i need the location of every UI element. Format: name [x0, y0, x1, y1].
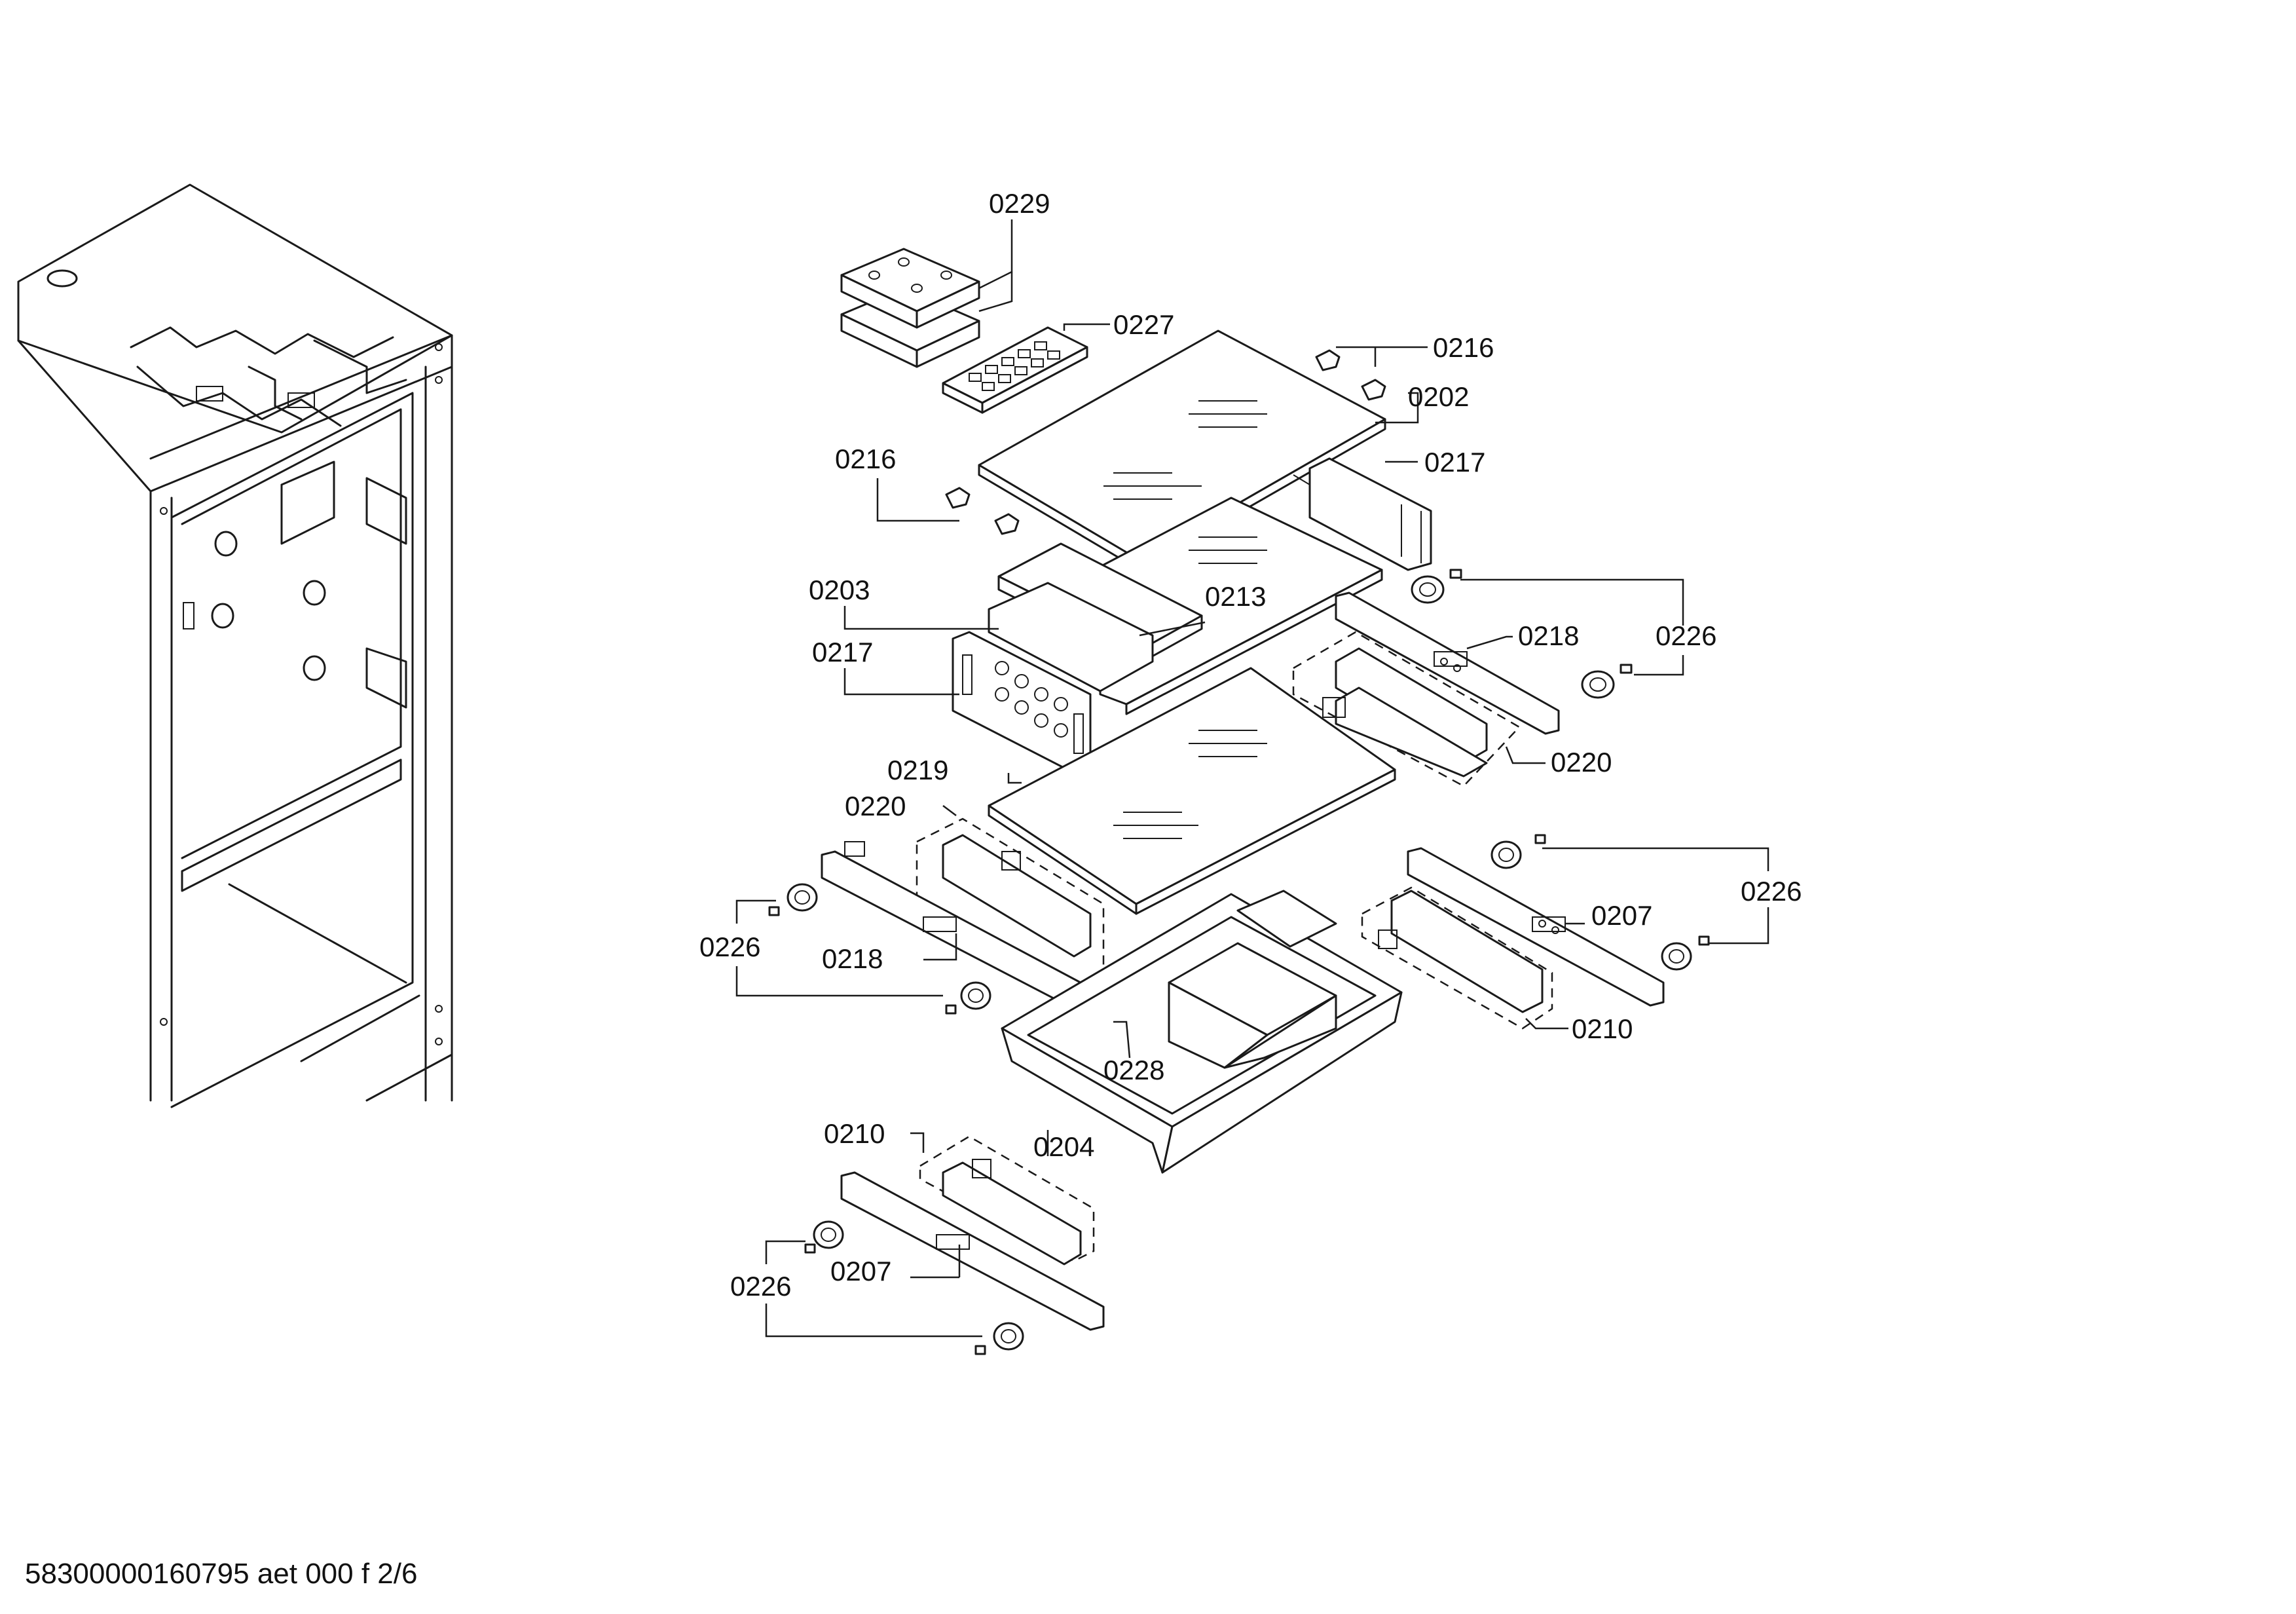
- callout-0210: 0210: [824, 1118, 885, 1149]
- callout-0204: 0204: [1033, 1131, 1094, 1162]
- callout-0216: 0216: [835, 443, 896, 474]
- part-roller-bottom: [804, 1220, 1024, 1355]
- part-glass-shelf-middle: [1099, 497, 1383, 715]
- part-runner-set-upper-right: [1292, 631, 1521, 787]
- part-clip: [945, 349, 1386, 535]
- callout-0207: 0207: [830, 1256, 891, 1286]
- callout-0203: 0203: [809, 574, 870, 605]
- callout-0229: 0229: [989, 188, 1050, 219]
- part-roller: [1411, 569, 1633, 699]
- callout-0226: 0226: [699, 931, 760, 962]
- callout-0218: 0218: [1518, 620, 1579, 651]
- callout-0213: 0213: [1205, 581, 1266, 612]
- callout-0219: 0219: [887, 755, 948, 785]
- part-ice-pack: [840, 248, 980, 368]
- part-rail-lower-right: [1407, 847, 1665, 1007]
- leader-lines: [735, 219, 1769, 1338]
- part-runner-set-lower-right: [1361, 886, 1553, 1030]
- document-id: 58300000160795 aet 000 f 2/6: [25, 1558, 418, 1590]
- part-drawer-insert: [1168, 890, 1337, 1069]
- callout-0210: 0210: [1572, 1013, 1633, 1044]
- part-side-panel-right: [1293, 457, 1432, 571]
- callout-0220: 0220: [845, 791, 906, 821]
- callout-0207: 0207: [1591, 900, 1652, 931]
- refrigerator-cabinet: [17, 183, 453, 1108]
- part-storage-box: [988, 542, 1203, 692]
- part-roller-right: [1491, 834, 1710, 971]
- callout-0226: 0226: [730, 1271, 791, 1302]
- part-ice-tray: [942, 326, 1088, 414]
- callout-0217: 0217: [812, 637, 873, 667]
- callout-0218: 0218: [822, 943, 883, 974]
- callout-0220: 0220: [1551, 747, 1612, 778]
- callout-0216: 0216: [1433, 332, 1494, 363]
- callout-labels: 0229 0227 0216 0202 0216 0217 0226 0203 …: [699, 188, 1802, 1302]
- callout-0226: 0226: [1656, 620, 1716, 651]
- callout-0217: 0217: [1424, 447, 1485, 478]
- part-rail-bottom: [840, 1171, 1105, 1331]
- callout-0228: 0228: [1103, 1055, 1164, 1085]
- part-glass-shelf-lower: [988, 667, 1396, 915]
- callout-0227: 0227: [1113, 309, 1174, 340]
- callout-0202: 0202: [1408, 381, 1469, 412]
- callout-0226: 0226: [1741, 876, 1802, 907]
- part-rail-upper-right: [1335, 591, 1560, 735]
- part-runner-set-bottom: [919, 1135, 1095, 1266]
- part-roller-left: [768, 883, 991, 1015]
